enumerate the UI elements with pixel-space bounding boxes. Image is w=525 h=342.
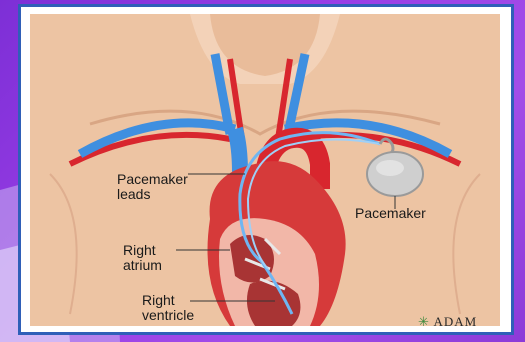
label-pacemaker-leads: Pacemaker leads xyxy=(117,172,188,202)
label-right-atrium-line2: atrium xyxy=(123,258,162,273)
pacemaker-heart-illustration xyxy=(30,14,500,326)
adam-logo: ✳ ADAM xyxy=(418,314,477,330)
label-right-ventricle-line2: ventricle xyxy=(142,308,194,323)
label-right-atrium-line1: Right xyxy=(123,243,162,258)
label-right-ventricle: Right ventricle xyxy=(142,293,194,323)
label-right-ventricle-line1: Right xyxy=(142,293,194,308)
label-pacemaker: Pacemaker xyxy=(355,206,426,221)
adam-logo-star-icon: ✳ xyxy=(418,314,430,329)
label-pacemaker-leads-line2: leads xyxy=(117,187,188,202)
label-pacemaker-leads-line1: Pacemaker xyxy=(117,172,188,187)
adam-logo-text: ADAM xyxy=(433,314,477,329)
label-right-atrium: Right atrium xyxy=(123,243,162,273)
